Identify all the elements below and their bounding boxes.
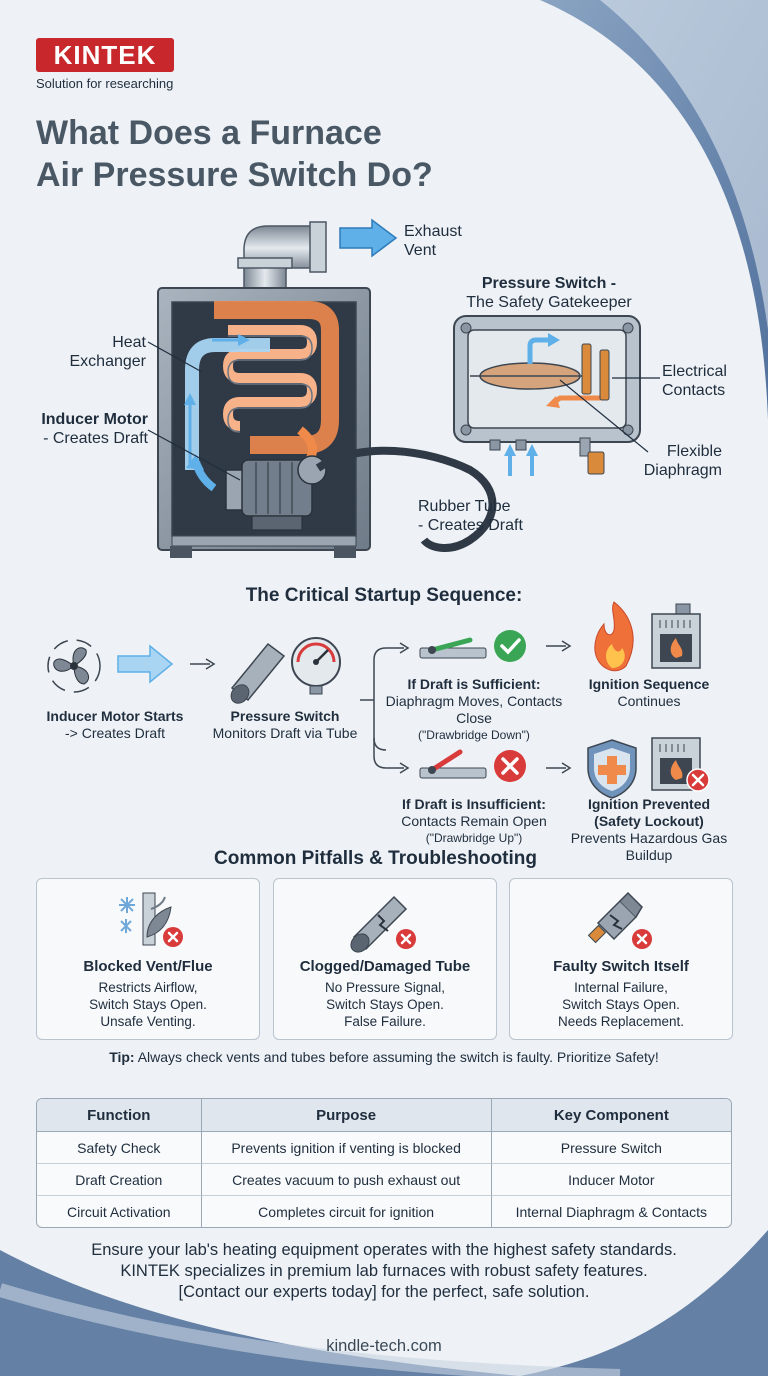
sequence-heading: The Critical Startup Sequence: [245,585,523,606]
step-inducer-starts: Inducer Motor Starts -> Creates Draft [46,708,184,741]
tube-icon [230,642,286,704]
closed-switch-icon [419,637,487,659]
table-header-row: Function Purpose Key Component [37,1099,731,1132]
pressure-switch-label: Pressure Switch -The Safety Gatekeeper [466,275,632,311]
page-title: What Does a Furnace Air Pressure Switch … [36,114,433,194]
furnace-diagram [147,218,660,558]
pitfall-card-faulty-switch: Faulty Switch Itself Internal Failure, S… [509,878,733,1040]
check-icon [494,630,526,662]
call-to-action: Ensure your lab's heating equipment oper… [0,1240,768,1303]
open-switch-icon [419,749,487,779]
flame-icon [594,601,634,672]
ignition-prevented-text: Ignition Prevented (Safety Lockout) Prev… [570,796,728,863]
shield-icon [587,739,637,799]
pitfalls-heading: Common Pitfalls & Troubleshooting [214,848,537,869]
summary-table: Function Purpose Key Component Safety Ch… [36,1098,732,1228]
safety-tip: Tip: Always check vents and tubes before… [109,1049,659,1065]
draft-arrow-icon [117,644,174,684]
ignition-continues-text: Ignition Sequence Continues [588,676,710,709]
furnace-icon [651,603,701,669]
table-row: Draft Creation Creates vacuum to push ex… [37,1164,731,1196]
contact-experts-link[interactable]: [Contact our experts today] for the perf… [178,1283,590,1301]
step-switch-monitors: Pressure Switch Monitors Draft via Tube [212,708,358,741]
broken-switch-icon [587,891,652,949]
sequence-graphics [47,601,710,799]
gauge-icon [291,637,341,695]
pitfall-card-blocked-vent: Blocked Vent/Flue Restricts Airflow, Swi… [36,878,260,1040]
draft-insufficient-text: If Draft is Insufficient: Contacts Remai… [401,796,547,845]
logo-tagline: Solution for researching [36,76,174,91]
rubber-tube [315,446,497,552]
pressure-switch [453,315,641,476]
inducer-motor-label: Inducer Motor- Creates Draft [41,411,148,447]
fan-icon [47,639,101,693]
blocked-vent-icon [119,892,183,947]
pitfall-card-damaged-tube: Clogged/Damaged Tube No Pressure Signal,… [273,878,497,1040]
footer-url[interactable]: kindle-tech.com [326,1337,442,1355]
x-icon [494,750,526,782]
draft-sufficient-text: If Draft is Sufficient: Diaphragm Moves,… [385,676,563,742]
kintek-logo: KINTEK [36,38,174,72]
rubber-tube-label: Rubber Tube- Creates Draft [418,498,523,534]
table-row: Safety Check Prevents ignition if ventin… [37,1132,731,1164]
exhaust-arrow-icon [339,218,398,258]
damaged-tube-icon [350,895,416,953]
furnace-lockout-icon [651,737,710,792]
table-row: Circuit Activation Completes circuit for… [37,1196,731,1227]
